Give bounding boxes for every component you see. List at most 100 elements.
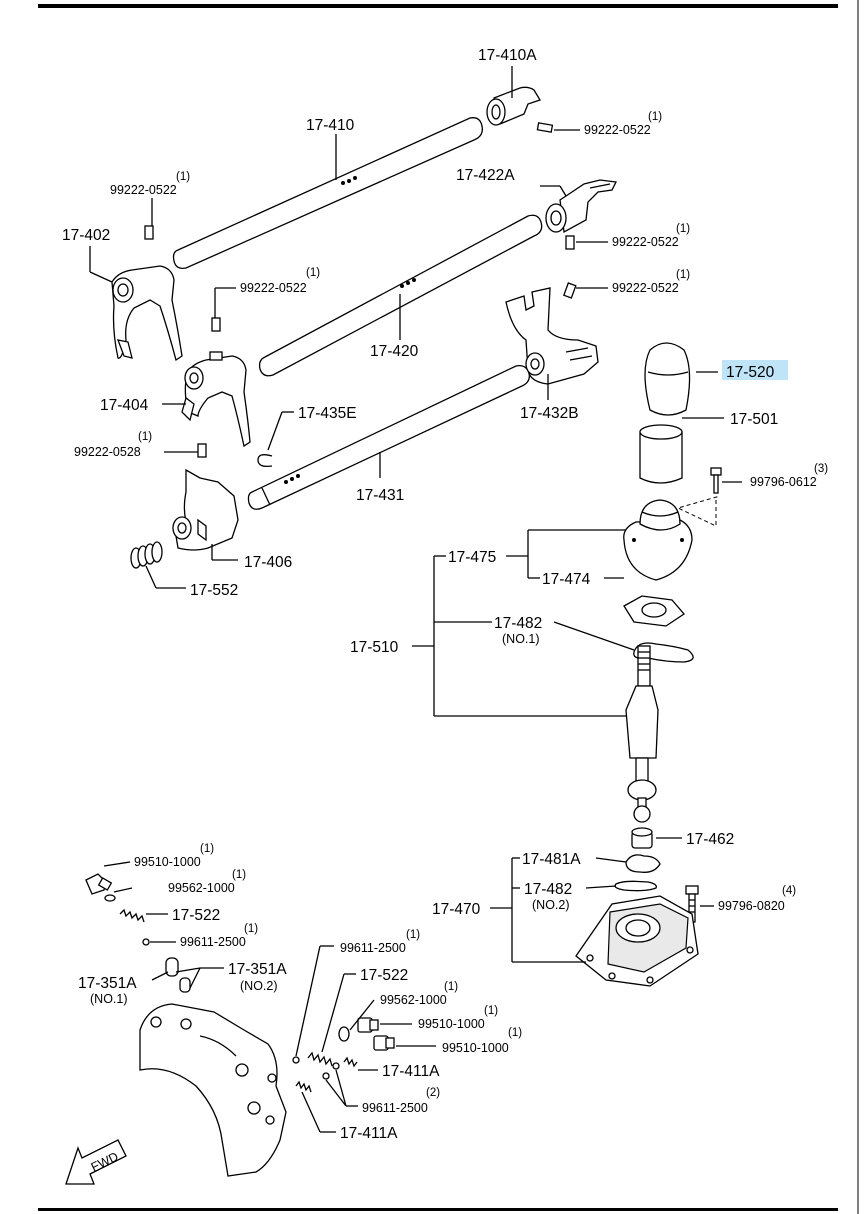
label-17-470: 17-470 bbox=[432, 901, 481, 918]
bushing-17-462[interactable] bbox=[631, 827, 653, 849]
shift-fork-17-406[interactable] bbox=[172, 468, 239, 551]
code-b16: 99611-2500 bbox=[362, 1101, 428, 1115]
code-b3: 99222-0522 bbox=[110, 183, 177, 197]
shift-fork-17-402[interactable] bbox=[111, 265, 183, 362]
pin-b3 bbox=[144, 225, 154, 240]
washer-99562-1000-right[interactable] bbox=[338, 1026, 350, 1042]
label-17-432B: 17-432B bbox=[520, 405, 579, 422]
ball-99611-2500-a[interactable] bbox=[322, 1072, 330, 1080]
code-b5: 99222-0522 bbox=[612, 281, 679, 295]
pin-b6 bbox=[197, 443, 207, 458]
qty-b11: (1) bbox=[244, 923, 258, 935]
shift-lever-17-510[interactable] bbox=[625, 645, 659, 823]
label-17-402: 17-402 bbox=[62, 227, 110, 244]
qty-b5: (1) bbox=[676, 269, 690, 281]
pin-17-411A-upper[interactable] bbox=[343, 1056, 358, 1068]
label-17-474: 17-474 bbox=[542, 571, 591, 588]
top-border bbox=[38, 4, 838, 8]
code-b1: 99222-0522 bbox=[584, 123, 651, 137]
qty-b4: (1) bbox=[306, 267, 320, 279]
label-17-435E: 17-435E bbox=[298, 405, 357, 422]
label-17-522-left: 17-522 bbox=[172, 907, 220, 924]
shift-rod-17-431[interactable] bbox=[247, 365, 530, 510]
pin-b4 bbox=[211, 317, 221, 332]
pin-b2 bbox=[565, 235, 575, 250]
label-17-431: 17-431 bbox=[356, 487, 404, 504]
leader-lines bbox=[89, 66, 742, 1133]
bottom-border bbox=[38, 1208, 838, 1211]
label-17-510: 17-510 bbox=[350, 639, 399, 656]
code-b10: 99562-1000 bbox=[168, 881, 235, 895]
label-17-482-no2: 17-482 bbox=[524, 881, 572, 898]
qty-b8: (4) bbox=[782, 885, 796, 897]
label-17-351A-no1: 17-351A bbox=[78, 975, 137, 992]
code-b12: 99611-2500 bbox=[340, 941, 406, 955]
highlight-17-520 bbox=[722, 360, 788, 380]
ball-99611-2500-b[interactable] bbox=[332, 1062, 340, 1070]
label-no1-351A: (NO.1) bbox=[90, 992, 128, 1006]
clip-17-435E[interactable] bbox=[257, 454, 273, 468]
plug-99510-1000-lower[interactable] bbox=[373, 1035, 395, 1051]
qty-b10: (1) bbox=[232, 869, 246, 881]
code-b7: 99796-0612 bbox=[750, 475, 817, 489]
transmission-case bbox=[139, 1003, 287, 1177]
pin-17-411A-lower[interactable] bbox=[295, 1080, 312, 1093]
label-no2-351A: (NO.2) bbox=[240, 979, 278, 993]
pin-b5 bbox=[563, 282, 577, 299]
label-17-406: 17-406 bbox=[244, 554, 292, 571]
ring-17-482-no2[interactable] bbox=[614, 880, 657, 892]
qty-b6: (1) bbox=[138, 431, 152, 443]
boot-17-475[interactable] bbox=[623, 499, 693, 581]
rod-end-17-422A[interactable] bbox=[545, 179, 617, 234]
qty-b2: (1) bbox=[676, 223, 690, 235]
pin-b1 bbox=[536, 122, 554, 133]
washer-99562-1000-left[interactable] bbox=[104, 894, 116, 902]
qty-b7: (3) bbox=[814, 463, 828, 475]
code-b2: 99222-0522 bbox=[612, 235, 679, 249]
code-b4: 99222-0522 bbox=[240, 281, 307, 295]
pin-17-351A-no1[interactable] bbox=[165, 957, 179, 977]
label-17-475: 17-475 bbox=[448, 549, 496, 566]
sleeve-17-501[interactable] bbox=[639, 424, 683, 484]
label-no1-482: (NO.1) bbox=[502, 632, 540, 646]
housing-17-470[interactable] bbox=[575, 895, 699, 987]
label-17-481A: 17-481A bbox=[522, 851, 581, 868]
spring-17-552[interactable] bbox=[130, 541, 163, 569]
plug-99510-1000-left[interactable] bbox=[85, 873, 113, 895]
label-17-501: 17-501 bbox=[730, 411, 778, 428]
qty-b13: (1) bbox=[444, 981, 458, 993]
shift-fork-17-404[interactable] bbox=[181, 351, 251, 448]
shift-rod-17-410[interactable] bbox=[172, 117, 483, 269]
ball-99611-2500-left[interactable] bbox=[142, 938, 150, 946]
ball-99611-2500-upper[interactable] bbox=[292, 1056, 300, 1064]
label-17-520[interactable]: 17-520 bbox=[726, 364, 775, 381]
label-17-462: 17-462 bbox=[686, 831, 734, 848]
label-17-404: 17-404 bbox=[100, 397, 149, 414]
label-17-422A: 17-422A bbox=[456, 167, 515, 184]
code-b9: 99510-1000 bbox=[134, 855, 201, 869]
qty-b9: (1) bbox=[200, 843, 214, 855]
spring-17-522-left[interactable] bbox=[119, 908, 145, 923]
code-b8: 99796-0820 bbox=[718, 899, 785, 913]
qty-b14: (1) bbox=[484, 1005, 498, 1017]
label-17-411A-lower: 17-411A bbox=[340, 1125, 398, 1142]
plug-99510-1000-upper[interactable] bbox=[357, 1017, 379, 1033]
seat-17-481A[interactable] bbox=[625, 854, 661, 873]
label-17-420: 17-420 bbox=[370, 343, 419, 360]
bolt-99796-0612[interactable] bbox=[710, 467, 722, 494]
label-17-351A-no2: 17-351A bbox=[228, 961, 287, 978]
qty-b12: (1) bbox=[406, 929, 420, 941]
label-17-410A: 17-410A bbox=[478, 47, 537, 64]
label-17-411A-upper: 17-411A bbox=[382, 1063, 440, 1080]
label-17-410: 17-410 bbox=[306, 117, 355, 134]
code-b13: 99562-1000 bbox=[380, 993, 447, 1007]
label-17-552: 17-552 bbox=[190, 582, 238, 599]
qty-b15: (1) bbox=[508, 1027, 522, 1039]
spring-17-522-right[interactable] bbox=[307, 1051, 333, 1067]
bolt-0612-guide bbox=[676, 495, 721, 527]
rod-end-17-410A[interactable] bbox=[486, 86, 541, 126]
shift-knob-17-520[interactable] bbox=[644, 342, 691, 416]
plate-17-474[interactable] bbox=[623, 595, 685, 627]
pin-17-351A-no2[interactable] bbox=[179, 977, 191, 993]
